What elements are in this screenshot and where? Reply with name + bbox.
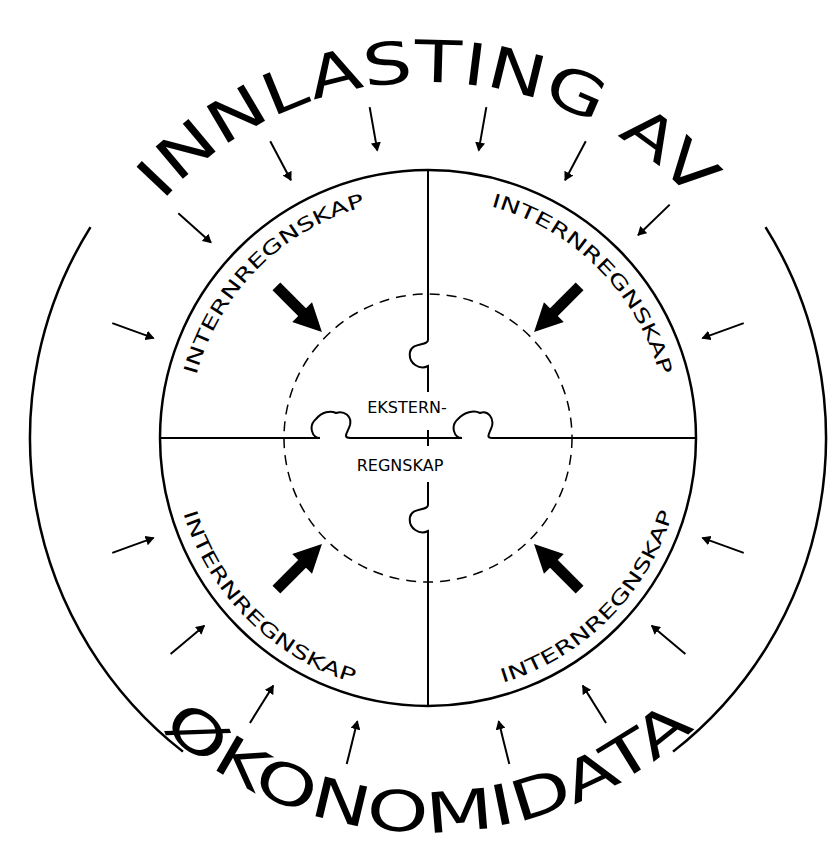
flow-arrow bbox=[276, 544, 322, 590]
quadrant-sector: INTERNREGNSKAP bbox=[428, 438, 696, 706]
input-arrow bbox=[499, 721, 510, 764]
ring-title: ØKONOMIDATA bbox=[153, 688, 704, 846]
quadrant-arc bbox=[160, 438, 428, 706]
quadrant-label: INTERNREGNSKAP bbox=[179, 189, 366, 376]
input-arrow bbox=[112, 323, 153, 338]
input-arrow bbox=[171, 626, 205, 654]
flow-arrow bbox=[534, 544, 580, 590]
input-arrow bbox=[702, 538, 743, 553]
quadrant-label: INTERNREGNSKAP bbox=[490, 189, 677, 376]
input-arrow bbox=[565, 141, 586, 180]
arrow-shaft bbox=[276, 562, 303, 589]
outer-arc bbox=[30, 227, 183, 752]
quadrant-sector: INTERNREGNSKAP bbox=[160, 170, 428, 438]
quadrant-arc bbox=[160, 170, 428, 438]
input-arrow bbox=[250, 686, 273, 723]
puzzle-divider-vertical bbox=[410, 170, 428, 706]
input-arrow bbox=[702, 323, 743, 338]
quadrant-outline: INTERNREGNSKAP bbox=[160, 438, 428, 706]
quadrant-arc bbox=[428, 170, 696, 438]
ring-title: INNLASTING AV bbox=[123, 27, 733, 210]
quadrant-label: INTERNREGNSKAP bbox=[497, 507, 676, 687]
input-arrow bbox=[112, 538, 153, 553]
quadrant-outline: INTERNREGNSKAP bbox=[428, 438, 696, 706]
input-arrow bbox=[652, 626, 686, 654]
quadrant-sector: INTERNREGNSKAP bbox=[160, 438, 428, 706]
core-circle-outline bbox=[283, 293, 573, 583]
flow-arrow bbox=[276, 286, 322, 332]
input-arrow bbox=[270, 141, 291, 180]
flow-arrow bbox=[534, 286, 580, 332]
quadrant-sector: INTERNREGNSKAP bbox=[428, 170, 696, 438]
arrow-shaft bbox=[552, 562, 579, 589]
input-arrow bbox=[583, 686, 606, 723]
quadrant-arc bbox=[428, 438, 696, 706]
arrow-shaft bbox=[552, 286, 579, 313]
quadrant-outline: INTERNREGNSKAP bbox=[428, 170, 696, 438]
input-arrow bbox=[479, 107, 487, 150]
quadrant-outline: INTERNREGNSKAP bbox=[160, 170, 428, 438]
core-label: EKSTERN- bbox=[367, 400, 447, 416]
input-arrows bbox=[112, 107, 743, 764]
outer-arc bbox=[673, 227, 826, 752]
input-arrow bbox=[347, 721, 358, 764]
core-label: REGNSKAP bbox=[357, 458, 444, 474]
arrow-shaft bbox=[276, 286, 303, 313]
input-arrow bbox=[370, 107, 378, 150]
quadrant-label: INTERNREGNSKAP bbox=[179, 507, 359, 686]
input-arrow bbox=[178, 213, 211, 242]
dashed-circle bbox=[284, 294, 572, 582]
core-circle: EKSTERN- REGNSKAP bbox=[283, 293, 573, 583]
input-arrow bbox=[638, 205, 670, 236]
